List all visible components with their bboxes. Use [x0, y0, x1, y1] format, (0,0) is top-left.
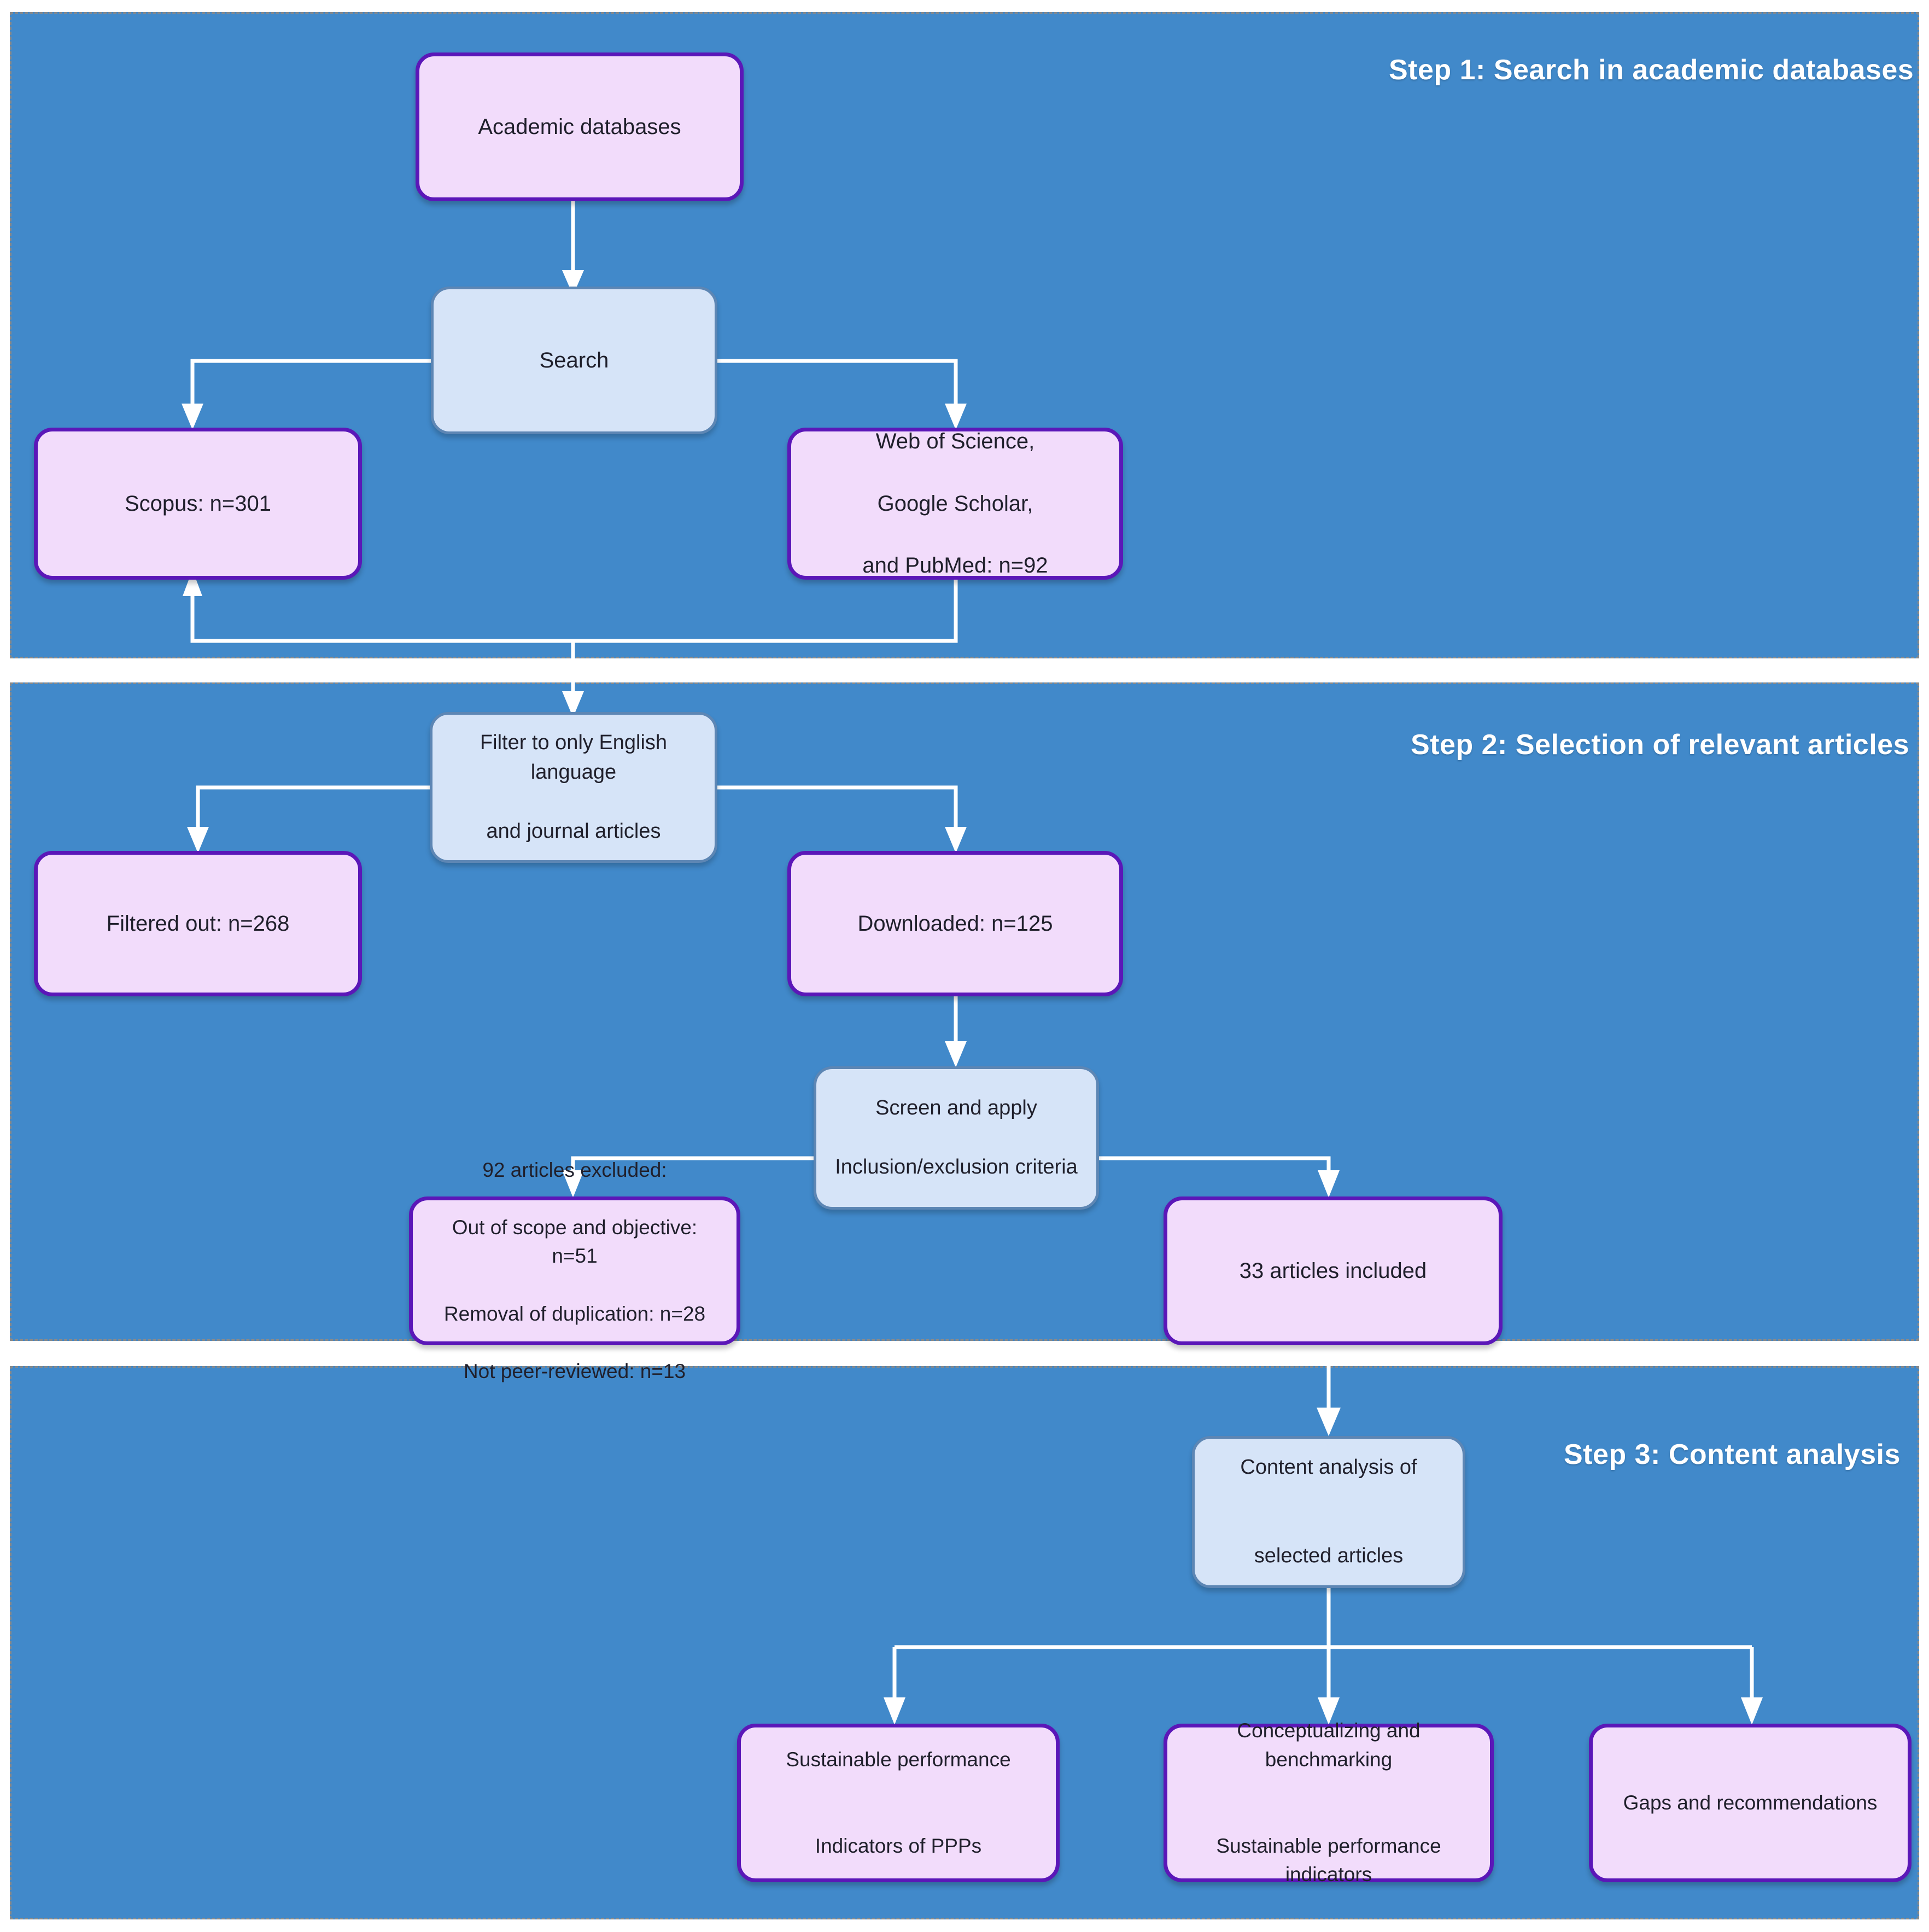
node-other-databases-line2: Google Scholar,: [877, 491, 1033, 516]
node-screen-line1: Screen and apply: [875, 1096, 1037, 1120]
node-scopus[interactable]: Scopus: n=301: [34, 428, 362, 580]
node-excluded-line2: Out of scope and objective: n=51: [452, 1216, 698, 1268]
node-downloaded[interactable]: Downloaded: n=125: [787, 851, 1123, 996]
node-excluded-line4: Not peer-reviewed: n=13: [463, 1359, 686, 1382]
node-academic-databases[interactable]: Academic databases: [416, 52, 744, 201]
node-outcome1-line1: Sustainable performance: [786, 1748, 1011, 1771]
node-other-databases-line3: and PubMed: n=92: [862, 553, 1048, 578]
node-screen-line2: Inclusion/exclusion criteria: [835, 1155, 1078, 1178]
node-filtered-out-label: Filtered out: n=268: [106, 911, 290, 936]
node-other-databases[interactable]: Web of Science, Google Scholar, and PubM…: [787, 428, 1123, 580]
node-outcome1-line2: Indicators of PPPs: [815, 1834, 982, 1857]
node-academic-databases-label: Academic databases: [478, 114, 681, 139]
step1-title: Step 1: Search in academic databases: [1389, 54, 1914, 86]
step2-panel: [10, 682, 1919, 1341]
step3-title: Step 3: Content analysis: [1564, 1439, 1901, 1470]
node-outcome2-line2: Sustainable performance indicators: [1216, 1834, 1441, 1886]
node-scopus-label: Scopus: n=301: [125, 491, 271, 516]
node-search-label: Search: [539, 348, 609, 372]
node-outcome3-line1: Gaps and recommendations: [1623, 1791, 1878, 1814]
node-excluded-articles[interactable]: 92 articles excluded: Out of scope and o…: [409, 1159, 740, 1382]
node-outcome-indicators[interactable]: Sustainable performance Indicators of PP…: [737, 1724, 1060, 1882]
node-downloaded-label: Downloaded: n=125: [857, 911, 1053, 936]
node-included-label: 33 articles included: [1239, 1258, 1427, 1283]
node-outcome-gaps[interactable]: Gaps and recommendations: [1589, 1724, 1912, 1882]
node-screen[interactable]: Screen and apply Inclusion/exclusion cri…: [814, 1066, 1099, 1210]
node-included-articles[interactable]: 33 articles included: [1164, 1196, 1503, 1345]
node-content-analysis-line1: Content analysis of: [1240, 1456, 1417, 1479]
node-filtered-out[interactable]: Filtered out: n=268: [34, 851, 362, 996]
node-excluded-line1: 92 articles excluded:: [482, 1158, 667, 1181]
node-search[interactable]: Search: [431, 287, 717, 434]
node-content-analysis-line2: selected articles: [1254, 1544, 1404, 1567]
node-filter-line1: Filter to only English language: [480, 731, 668, 784]
node-excluded-line3: Removal of duplication: n=28: [443, 1302, 706, 1325]
node-content-analysis[interactable]: Content analysis of selected articles: [1192, 1436, 1465, 1588]
step2-title: Step 2: Selection of relevant articles: [1411, 729, 1909, 761]
node-outcome2-line1: Conceptualizing and benchmarking: [1237, 1719, 1421, 1771]
node-other-databases-line1: Web of Science,: [875, 429, 1035, 454]
node-filter-line2: and journal articles: [486, 819, 661, 843]
node-filter[interactable]: Filter to only English language and jour…: [430, 712, 717, 863]
node-outcome-benchmarking[interactable]: Conceptualizing and benchmarking Sustain…: [1164, 1719, 1494, 1886]
